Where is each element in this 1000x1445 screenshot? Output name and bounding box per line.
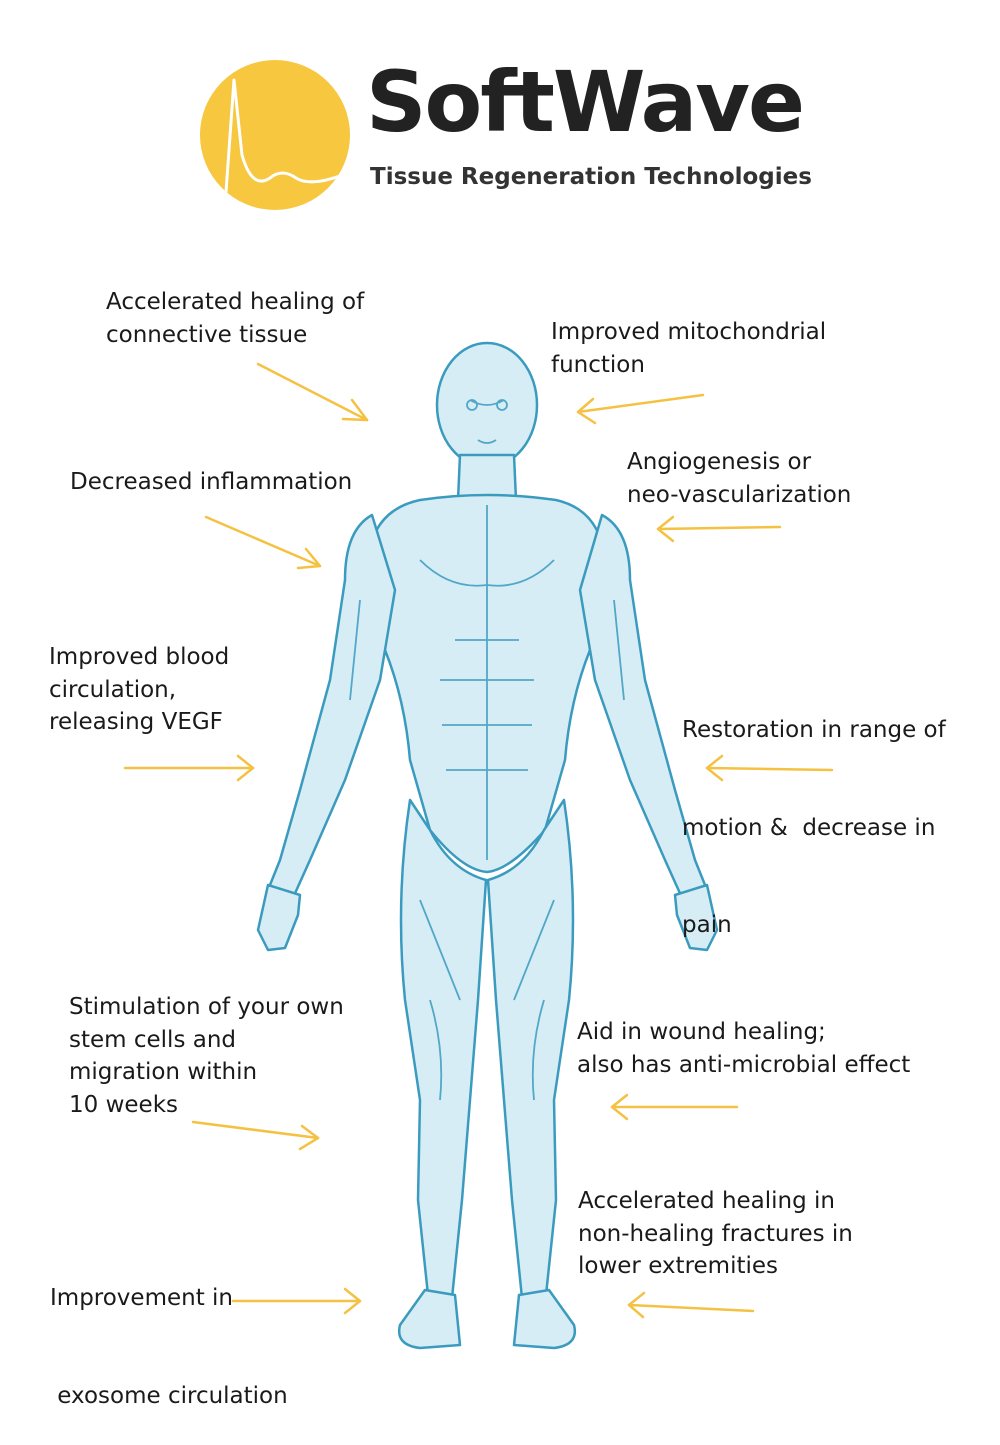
arrow-connective-tissue — [256, 362, 369, 422]
label-line: releasing VEGF — [49, 709, 223, 735]
label-line: Improved mitochondrial — [551, 319, 827, 345]
hand-right — [673, 883, 719, 952]
benefit-inflammation: Decreased inflammation — [70, 466, 352, 499]
label-line: Accelerated healing of — [106, 289, 365, 315]
label-line: migration within — [69, 1059, 258, 1085]
label-line: lower extremities — [578, 1253, 779, 1279]
human-anatomy-figure — [256, 341, 719, 1350]
logo-circle — [200, 60, 350, 210]
foot-right — [512, 1288, 577, 1350]
benefit-wound-healing: Aid in wound healing; also has anti-micr… — [577, 1016, 910, 1081]
pulse-wave-icon — [206, 78, 350, 194]
label-line: Decreased inflammation — [70, 469, 353, 495]
arrows-layer — [123, 362, 834, 1319]
arrow-inflammation — [204, 515, 322, 570]
leg-left — [399, 798, 488, 1300]
label-line: Improvement in — [50, 1285, 234, 1311]
label-line: Angiogenesis or — [627, 449, 812, 475]
arrow-fractures — [627, 1291, 755, 1319]
hand-left — [256, 883, 302, 952]
arrow-exosome — [231, 1287, 362, 1315]
label-line: 10 weeks — [69, 1091, 178, 1118]
brand-tagline: Tissue Regeneration Technologies — [370, 164, 812, 190]
benefit-connective-tissue: Accelerated healing of connective tissue — [106, 286, 364, 351]
arm-right — [578, 513, 709, 902]
label-line: neo-vascularization — [627, 481, 852, 508]
arrow-mitochondrial — [576, 393, 705, 425]
label-line: Accelerated healing in — [578, 1188, 835, 1214]
arrow-range-of-motion — [705, 754, 834, 782]
foot-left — [397, 1288, 462, 1350]
benefit-mitochondrial: Improved mitochondrial function — [551, 316, 826, 381]
arrow-angiogenesis — [656, 515, 782, 543]
benefit-range-of-motion: Restoration in range of motion & decreas… — [682, 649, 946, 974]
label-line: Stimulation of your own — [69, 994, 344, 1020]
label-line: circulation, — [49, 676, 177, 703]
benefit-blood-circulation: Improved blood circulation, releasing VE… — [49, 641, 229, 739]
benefit-stem-cells: Stimulation of your own stem cells and m… — [69, 991, 344, 1121]
brand-name: SoftWave — [366, 53, 805, 151]
arrow-blood-circulation — [123, 754, 255, 782]
label-line: Aid in wound healing; — [577, 1019, 826, 1045]
label-line: Restoration in range of — [682, 717, 946, 743]
label-line: non-healing fractures in — [578, 1220, 853, 1247]
label-line: stem cells and — [69, 1026, 237, 1053]
benefit-fractures: Accelerated healing in non-healing fract… — [578, 1185, 853, 1283]
label-line: Improved blood — [49, 644, 230, 670]
arrow-stem-cells — [191, 1120, 320, 1151]
label-line: pain — [682, 912, 732, 938]
label-line: function — [551, 351, 645, 378]
benefit-angiogenesis: Angiogenesis or neo-vascularization — [627, 446, 851, 511]
label-line: also has anti-microbial effect — [577, 1051, 911, 1078]
arm-left — [266, 513, 397, 902]
label-line: motion & decrease in — [682, 814, 936, 841]
label-line: connective tissue — [106, 321, 308, 348]
leg-right — [486, 798, 575, 1300]
arrow-wound-healing — [610, 1093, 739, 1121]
